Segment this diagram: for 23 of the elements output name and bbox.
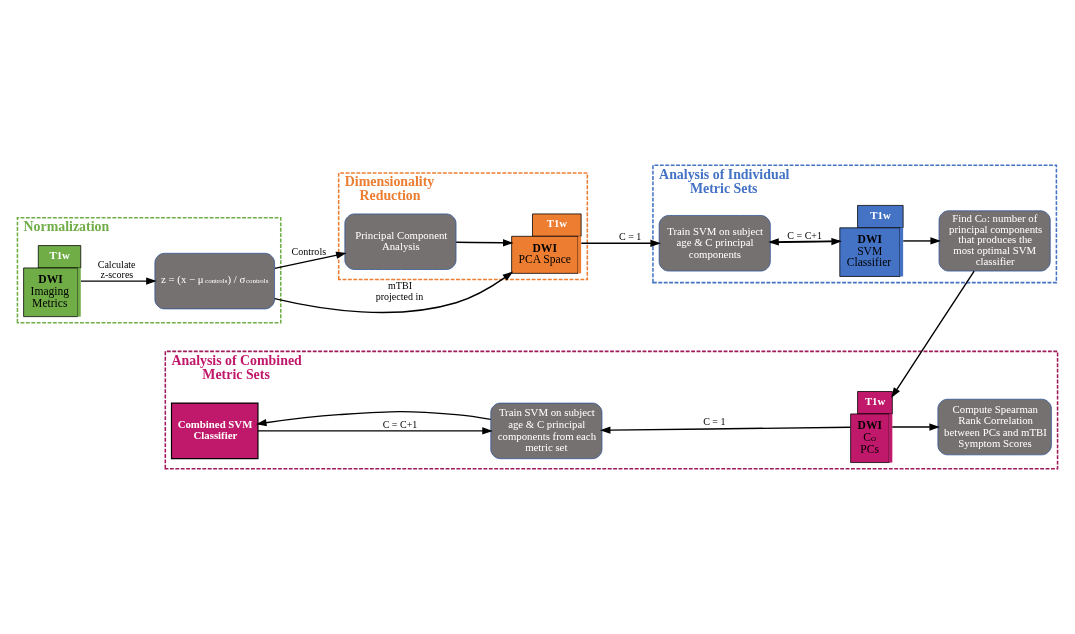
edge-label: C = 1	[703, 416, 726, 428]
edge-label: C = C+1	[787, 229, 822, 241]
node-box: Combined SVM Classifier	[170, 402, 259, 460]
arrow	[580, 239, 661, 247]
arrow	[273, 271, 514, 314]
arrow	[274, 251, 347, 270]
edge-label: Controls	[291, 246, 327, 258]
arrow	[256, 410, 492, 427]
arrow	[80, 277, 157, 285]
node-box: Train SVM on subject age & C principal components from each metric set	[490, 402, 603, 460]
arrow	[599, 426, 852, 434]
arrow	[891, 423, 940, 431]
arrow	[891, 270, 975, 399]
edge-label: C = 1	[618, 231, 642, 243]
node-box: Compute Spearman Rank Correlation between PCs and mTBI Symptom Scores	[937, 398, 1052, 456]
edge-label: C = C+1	[382, 419, 418, 431]
arrow	[455, 239, 514, 247]
node-box: Principal Component Analysis	[344, 213, 457, 270]
edge-label: Calculate z-scores	[97, 258, 136, 281]
node-box: Train SVM on subject age & C principal components	[658, 215, 771, 272]
arrow	[257, 427, 493, 435]
arrow	[902, 237, 941, 245]
edge-label: mTBI projected in	[375, 280, 424, 302]
